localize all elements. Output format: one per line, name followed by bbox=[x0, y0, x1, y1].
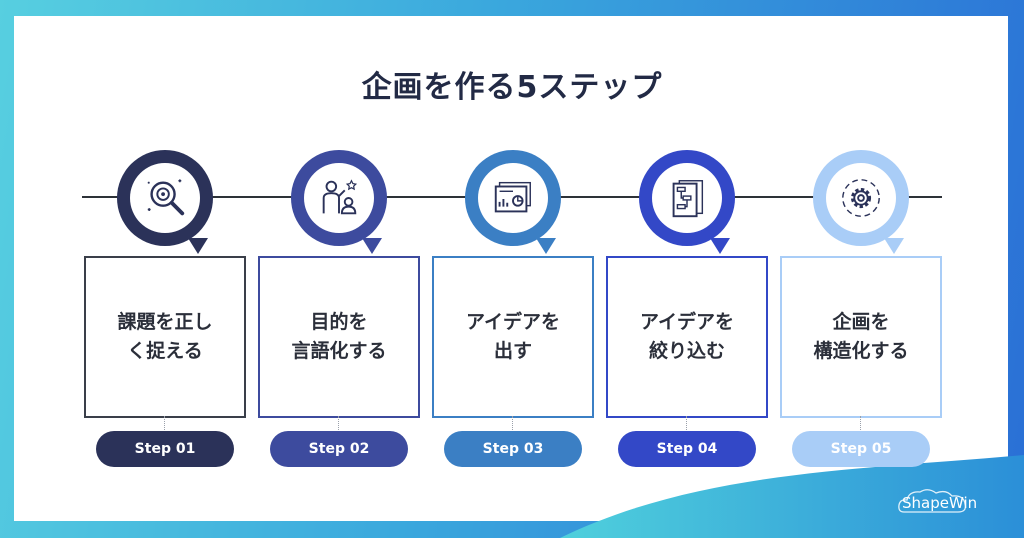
gear-icon bbox=[842, 179, 880, 217]
step-5-pin bbox=[813, 150, 909, 254]
step-1-badge: Step 01 bbox=[96, 431, 234, 467]
step-3-label: アイデアを 出す bbox=[465, 311, 561, 362]
magnifier-analysis-icon bbox=[147, 179, 185, 216]
step-2-box: 目的を 言語化する bbox=[258, 256, 420, 418]
step-1-pin bbox=[117, 150, 213, 254]
step-3: アイデアを 出す Step 03 bbox=[432, 150, 594, 470]
person-goal-icon bbox=[322, 179, 358, 215]
step-2: 目的を 言語化する Step 02 bbox=[258, 150, 420, 470]
page-title: 企画を作る5ステップ bbox=[361, 70, 663, 105]
step-4-connector bbox=[686, 416, 687, 430]
step-5-label: 企画を 構造化する bbox=[813, 311, 909, 362]
step-2-pin bbox=[291, 150, 387, 254]
brand-logo: ShapeWin bbox=[898, 489, 978, 513]
step-2-label: 目的を 言語化する bbox=[291, 311, 387, 362]
step-2-badge: Step 02 bbox=[270, 431, 408, 467]
step-4-box: アイデアを 絞り込む bbox=[606, 256, 768, 418]
step-4-badge: Step 04 bbox=[618, 431, 756, 467]
step-3-connector bbox=[512, 416, 513, 430]
step-4-pin bbox=[639, 150, 735, 254]
brand-name: ShapeWin bbox=[902, 494, 978, 512]
cloud-icon bbox=[898, 489, 966, 513]
flowchart-document-icon bbox=[672, 180, 704, 218]
step-1: 課題を正し く捉える Step 01 bbox=[84, 150, 246, 470]
step-3-pin bbox=[465, 150, 561, 254]
step-2-connector bbox=[338, 416, 339, 430]
step-5-badge: Step 05 bbox=[792, 431, 930, 467]
step-3-badge: Step 03 bbox=[444, 431, 582, 467]
step-1-box: 課題を正し く捉える bbox=[84, 256, 246, 418]
step-4-label: アイデアを 絞り込む bbox=[639, 311, 735, 362]
step-5-box: 企画を 構造化する bbox=[780, 256, 942, 418]
step-5-connector bbox=[860, 416, 861, 430]
presentation-icon bbox=[494, 181, 531, 213]
step-1-label: 課題を正し く捉える bbox=[117, 311, 213, 362]
step-4: アイデアを 絞り込む Step 04 bbox=[606, 150, 768, 470]
step-3-box: アイデアを 出す bbox=[432, 256, 594, 418]
step-5: 企画を 構造化する Step 05 bbox=[780, 150, 942, 470]
step-1-connector bbox=[164, 416, 165, 430]
